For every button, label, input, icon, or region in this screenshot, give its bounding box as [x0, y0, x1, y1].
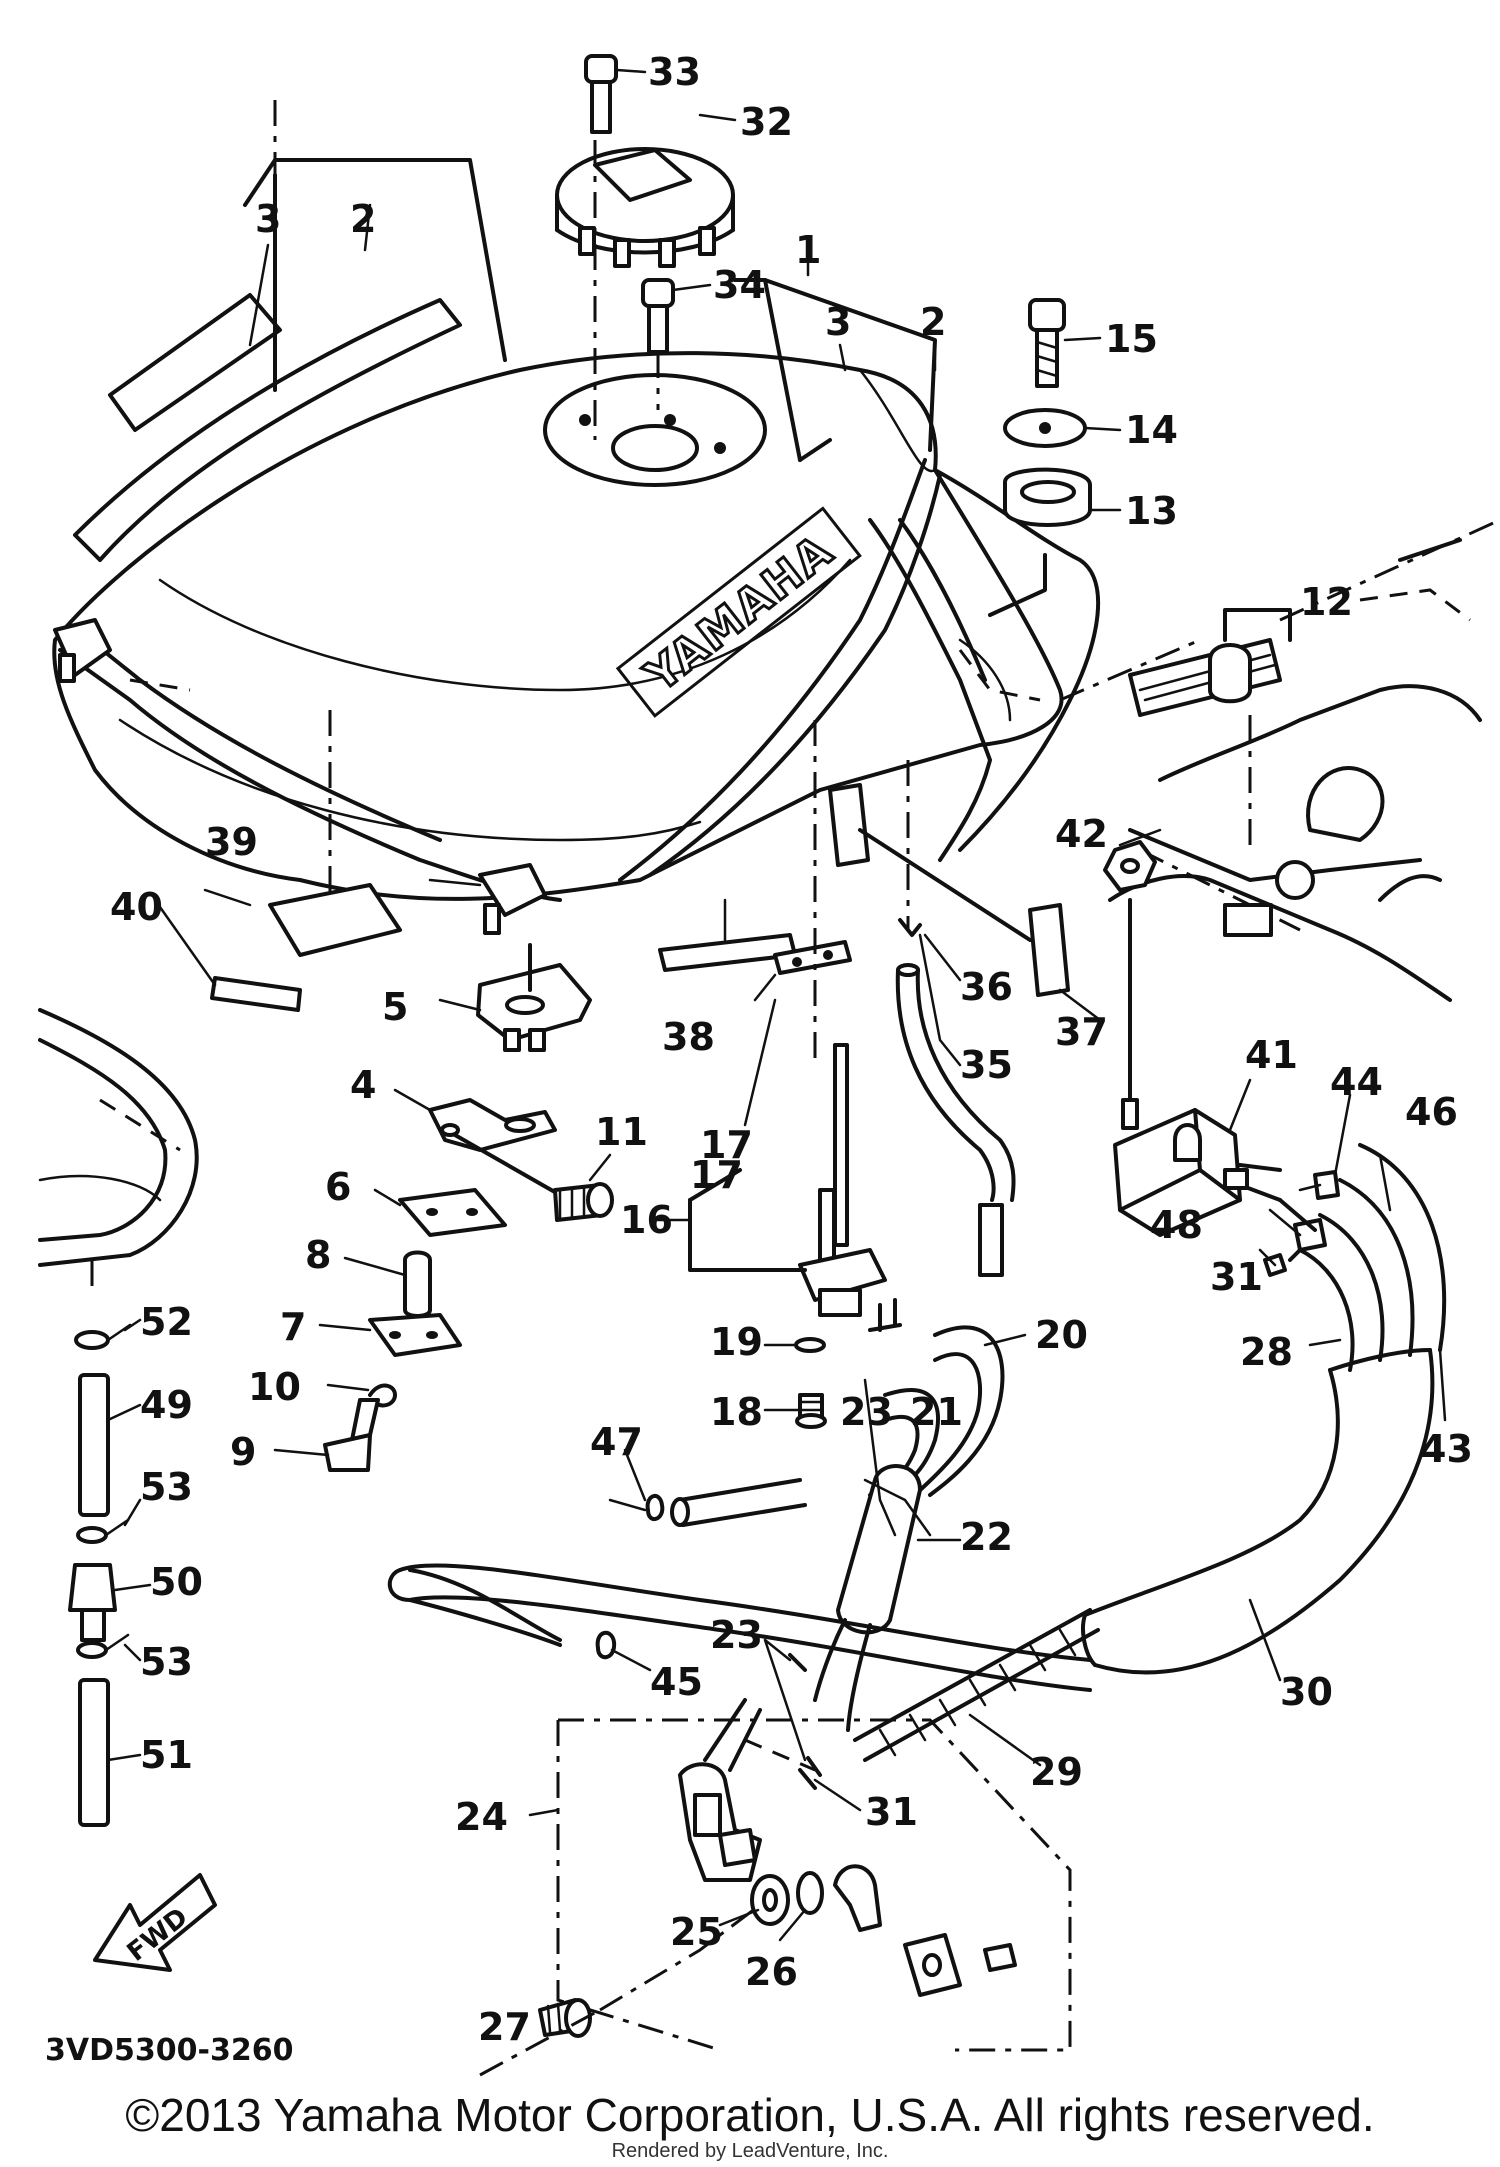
callout-numbers: 33 32 34 15 14 13 12 3 2 1 3 2 42 39 40 … [110, 50, 1473, 2049]
callout-35: 35 [960, 1043, 1013, 1087]
callout-17: 17 [690, 1153, 743, 1197]
callout-32: 32 [740, 100, 793, 144]
callout-6: 6 [325, 1165, 351, 1209]
callout-26: 26 [745, 1950, 798, 1994]
callout-40: 40 [110, 885, 163, 929]
callout-2-right: 2 [920, 300, 946, 344]
frame-section [1059, 518, 1500, 1002]
diagram-code: 3VD5300-3260 [45, 2033, 293, 2068]
callout-19: 19 [710, 1320, 763, 1364]
callout-14: 14 [1125, 408, 1178, 452]
callout-50: 50 [150, 1560, 203, 1604]
callout-34: 34 [713, 263, 766, 307]
left-frame-and-pipes [38, 1008, 199, 1827]
callout-46: 46 [1405, 1090, 1458, 1134]
rendered-by-notice: Rendered by LeadVenture, Inc. [611, 2140, 889, 2162]
fuel-cap [555, 54, 735, 440]
fuel-cock [479, 1653, 1072, 2077]
callout-24: 24 [455, 1795, 508, 1839]
callout-18: 18 [710, 1390, 763, 1434]
callout-7: 7 [280, 1305, 306, 1349]
copyright-notice: ©2013 Yamaha Motor Corporation, U.S.A. A… [125, 2089, 1375, 2141]
callout-23-lower: 23 [710, 1613, 763, 1657]
callout-51: 51 [140, 1733, 193, 1777]
callout-44: 44 [1330, 1060, 1383, 1104]
fuel-tank [52, 351, 1101, 935]
callout-21: 21 [910, 1390, 963, 1434]
callout-1: 1 [795, 228, 821, 272]
callout-10: 10 [248, 1365, 301, 1409]
callout-39: 39 [205, 820, 258, 864]
callout-43: 43 [1420, 1427, 1473, 1471]
callout-30: 30 [1280, 1670, 1333, 1714]
callout-36: 36 [960, 965, 1013, 1009]
callout-29: 29 [1030, 1750, 1083, 1794]
callout-4: 4 [350, 1063, 376, 1107]
callout-49: 49 [140, 1383, 193, 1427]
callout-33: 33 [648, 50, 701, 94]
callout-47: 47 [590, 1420, 643, 1464]
callout-31-upper: 31 [1210, 1255, 1263, 1299]
decals [73, 100, 992, 862]
callout-27: 27 [478, 2005, 531, 2049]
hose-protector [853, 1143, 1447, 1762]
callout-11: 11 [595, 1110, 648, 1154]
callout-13: 13 [1125, 489, 1178, 533]
fuel-hoses [387, 1325, 1092, 1732]
fuel-level-sender [658, 720, 1070, 1429]
callout-41: 41 [1245, 1033, 1298, 1077]
callout-53-upper: 53 [140, 1465, 193, 1509]
callout-42: 42 [1055, 812, 1108, 856]
leader-lines [106, 68, 1447, 1942]
callout-3-left: 3 [255, 197, 281, 241]
callout-16: 16 [620, 1198, 673, 1242]
callout-28: 28 [1240, 1330, 1293, 1374]
callout-31-lower: 31 [865, 1790, 918, 1834]
callout-22: 22 [960, 1515, 1013, 1559]
rear-mount-parts [988, 298, 1292, 850]
callout-3-right: 3 [825, 300, 851, 344]
fuel-sender-switch [1103, 840, 1340, 1277]
callout-23-upper: 23 [840, 1390, 893, 1434]
callout-2-left: 2 [350, 197, 376, 241]
callout-52: 52 [140, 1300, 193, 1344]
callout-38: 38 [662, 1015, 715, 1059]
callout-53-lower: 53 [140, 1640, 193, 1684]
callout-17-upper: 17 [700, 1123, 753, 1167]
front-mount-parts [210, 710, 614, 1472]
callout-5: 5 [382, 985, 408, 1029]
callout-9: 9 [230, 1430, 256, 1474]
callout-15: 15 [1105, 317, 1158, 361]
callout-48: 48 [1150, 1203, 1203, 1247]
callout-45: 45 [650, 1660, 703, 1704]
callout-25: 25 [670, 1910, 723, 1954]
forward-direction-arrow-icon: FWD [93, 1873, 217, 1972]
callout-8: 8 [305, 1233, 331, 1277]
callout-12: 12 [1300, 580, 1353, 624]
callout-37: 37 [1055, 1010, 1108, 1054]
brand-logo-text: YAMAHA [636, 525, 843, 703]
callout-20: 20 [1035, 1313, 1088, 1357]
